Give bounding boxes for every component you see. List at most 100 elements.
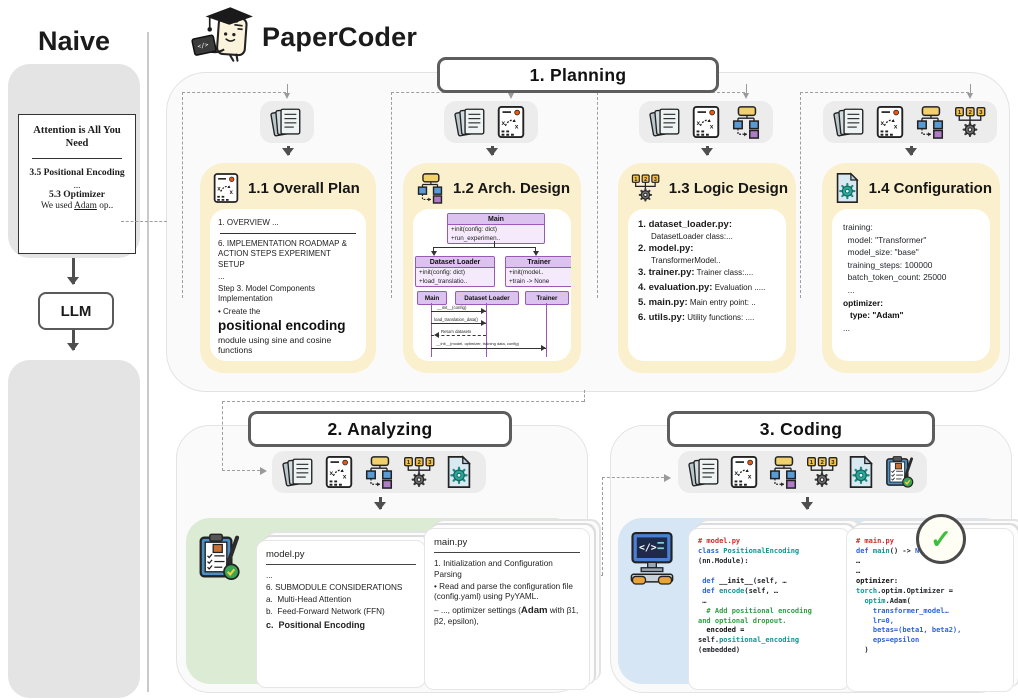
uml-class-main: Main +init(config: dict) +run_experimen.… (447, 213, 545, 244)
input-arrow (966, 84, 973, 99)
flow-dash (182, 92, 286, 93)
paper-doc-title: Attention is All You Need (33, 125, 121, 149)
config-yaml: training: model: "Transformer" model_siz… (843, 222, 947, 333)
flow-dash (602, 477, 603, 575)
flow-dash (222, 470, 260, 471)
configuration-content: training: model: "Transformer" model_siz… (832, 209, 990, 361)
planning-badge: 1. Planning (437, 57, 719, 93)
file-item: 6. utils.py: Utility functions: .... (638, 312, 755, 324)
card-title: 1.4 Configuration (868, 179, 992, 197)
plan-icon (322, 455, 356, 489)
svg-text:</>: </> (197, 41, 210, 50)
flow-dash (602, 477, 664, 478)
seq-return-message (431, 335, 486, 336)
arrow-paper-to-llm (67, 258, 79, 285)
seq-arrowhead (541, 345, 549, 351)
arrow-to-card (905, 146, 917, 156)
analyzing-badge-label: 2. Analyzing (327, 418, 433, 439)
flow-dash (391, 92, 392, 298)
plan-highlight: positional encoding (218, 317, 346, 333)
plan-icon (689, 105, 723, 139)
flow-dash (800, 92, 801, 298)
seq-lifeline (546, 303, 547, 357)
plan-line: Step 3. Model Components Implementation (218, 284, 315, 304)
analysis-clipboard-icon (196, 532, 244, 582)
analysis-line: 1. Initialization and Configuration Pars… (434, 559, 553, 579)
papercoder-mascot: </> (191, 7, 253, 62)
analysis-item: b. Feed-Forward Network (FFN) (266, 607, 385, 617)
input-arrow (283, 84, 290, 99)
naive-title: Naive (37, 26, 111, 56)
plan-line: ... (218, 271, 225, 281)
logic-icon (402, 455, 436, 489)
seq-lifeline (486, 303, 487, 357)
paper-doc-section-2: 5.3 Optimizer (49, 189, 105, 200)
seq-actor-trainer: Trainer (525, 291, 569, 305)
arch-icon (729, 105, 763, 139)
flow-dash (584, 390, 585, 402)
uml-arrowhead (430, 251, 437, 259)
uml-class-dataset-loader: Dataset Loader +init(config: dict) +load… (415, 256, 495, 287)
flow-dash (182, 92, 183, 298)
card-logic-design: 1.3 Logic Design 1. dataset_loader.py:Da… (618, 163, 796, 373)
analysis-icon (883, 455, 917, 489)
file-item: 3. trainer.py: Trainer class:.... (638, 267, 754, 279)
file-title: main.py (434, 537, 468, 548)
config-icon (834, 172, 861, 204)
seq-message-label: __init__(model, optimizer, training data… (436, 341, 519, 346)
plan-line: • Create the (218, 306, 261, 316)
coding-badge-label: 3. Coding (759, 418, 843, 439)
coder-computer-icon (626, 530, 678, 586)
paper-document: Attention is All You Need 3.5 Positional… (18, 114, 136, 254)
brand-title: PaperCoder (262, 22, 418, 52)
llm-box: LLM (38, 292, 114, 330)
config-icon (844, 455, 878, 489)
seq-actor-dataset-loader: Dataset Loader (455, 291, 519, 305)
uml-connector (494, 241, 495, 247)
plan-icon (727, 455, 761, 489)
coding-badge: 3. Coding (667, 411, 935, 447)
seq-message-label: Return datasets (441, 329, 472, 334)
analysis-item: a. Multi-Head Attention (266, 595, 352, 605)
seq-message (431, 323, 486, 324)
plan-line: 6. IMPLEMENTATION ROADMAP & ACTION STEPS… (218, 239, 347, 269)
card-overall-plan: 1.1 Overall Plan 1. OVERVIEW ... 6. IMPL… (200, 163, 376, 373)
papers-icon (270, 105, 304, 139)
file-item: 1. dataset_loader.py:DatasetLoader class… (638, 219, 733, 241)
file-item: 2. model.py:TransformerModel.. (638, 243, 721, 265)
naive-divider (147, 32, 149, 692)
flow-dash (597, 92, 598, 298)
papers-icon (833, 105, 867, 139)
file-item: 5. main.py: Main entry point: .. (638, 297, 756, 309)
inputs-strip-arch-design (444, 101, 538, 143)
plan-line: 1. OVERVIEW ... (218, 218, 279, 227)
plan-icon (873, 105, 907, 139)
arch-icon (913, 105, 947, 139)
file-item: 4. evaluation.py: Evaluation ..... (638, 282, 766, 294)
seq-message-label: __init__(config) (437, 305, 467, 310)
analysis-item-highlight: c. Positional Encoding (266, 619, 366, 630)
plan-icon (212, 172, 240, 204)
papers-icon (454, 105, 488, 139)
arch-design-content: Main +init(config: dict) +run_experimen.… (413, 209, 571, 361)
arrow-to-analysis-card (374, 497, 386, 510)
uml-connector (433, 247, 434, 252)
analyzing-badge: 2. Analyzing (248, 411, 512, 447)
paper-doc-section-1: 3.5 Positional Encoding (29, 168, 125, 179)
planning-badge-label: 1. Planning (529, 64, 627, 85)
card-arch-design: 1.2 Arch. Design Main +init(config: dict… (403, 163, 581, 373)
arrow-to-card (486, 146, 498, 156)
analysis-line: • Read and parse the configuration file … (434, 581, 573, 602)
naive-paper-card: Paper Attention is All You Need 3.5 Posi… (8, 64, 140, 258)
arch-icon (362, 455, 396, 489)
papers-icon (649, 105, 683, 139)
card-title: 1.3 Logic Design (668, 179, 788, 197)
seq-message (431, 311, 486, 312)
inputs-strip-coding (678, 451, 927, 493)
seq-message-label: load_translation_data() (434, 317, 478, 322)
paper-doc-dots: ... (73, 179, 81, 190)
